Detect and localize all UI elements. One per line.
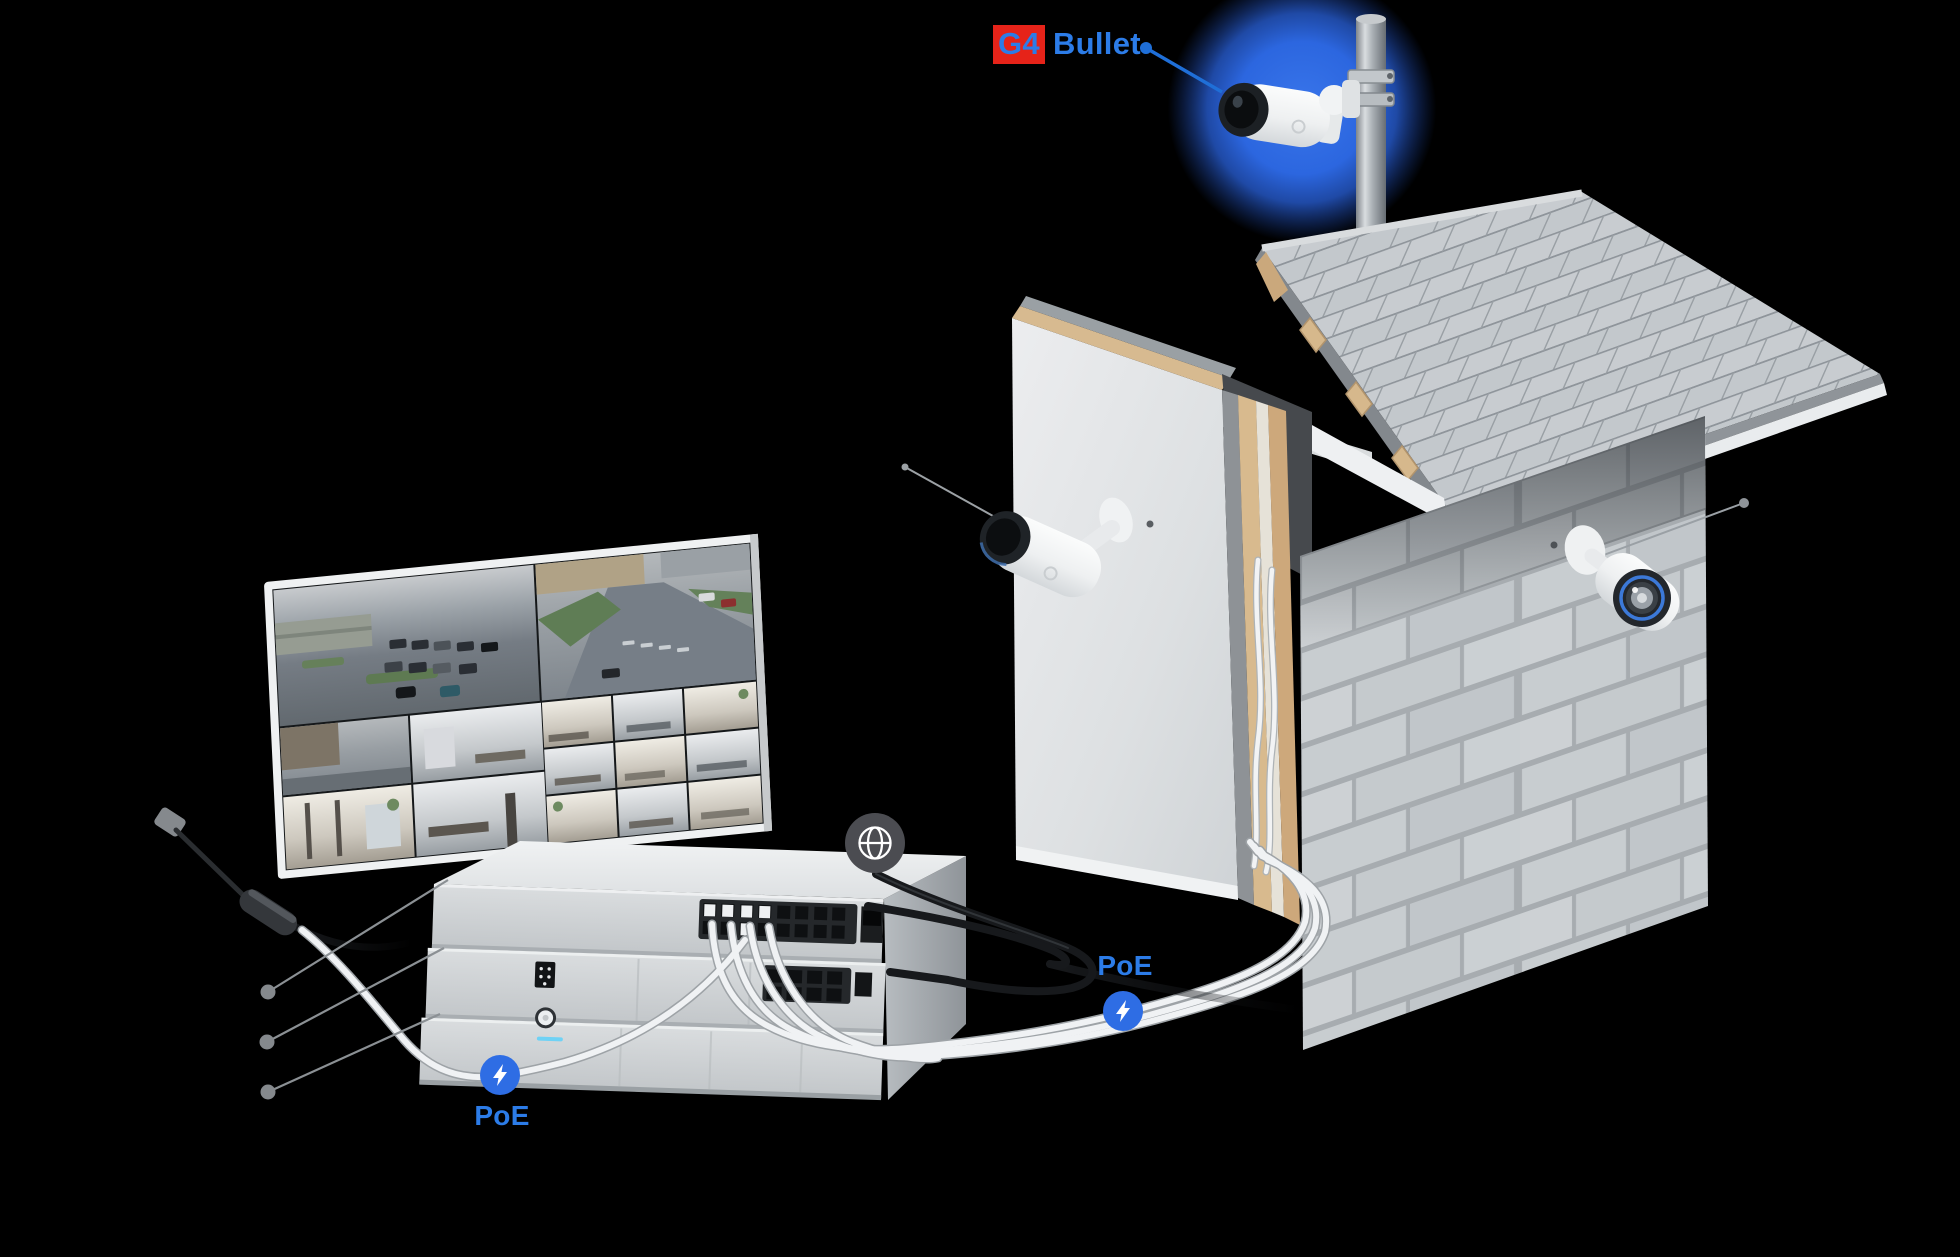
left-wall-camera xyxy=(979,497,1133,598)
brick-wall xyxy=(1300,416,1708,1050)
right-wall-camera-leader xyxy=(1600,498,1749,557)
poe-label-left: PoE xyxy=(474,1100,530,1131)
feed-parking-lot xyxy=(273,564,540,727)
g4-label-rest: Bullet xyxy=(1052,26,1141,61)
feed-office-desks xyxy=(413,771,548,857)
g4-label-highlight: G4 xyxy=(993,25,1045,64)
in-wall-cables xyxy=(1250,556,1279,876)
g4-bullet-camera xyxy=(1218,80,1360,148)
right-wall-camera xyxy=(1564,525,1680,631)
switch-top-face xyxy=(434,841,966,899)
poe-badge-right xyxy=(1103,991,1143,1031)
monitor xyxy=(264,533,773,879)
poe-badge-left xyxy=(480,1055,520,1095)
interior-wall xyxy=(1012,296,1312,925)
internet-globe-icon xyxy=(845,813,905,873)
lightning-bolt-icon xyxy=(493,1064,507,1086)
fascia-board xyxy=(1274,404,1448,524)
feed-office-lobby xyxy=(283,784,415,870)
feed-office-interior xyxy=(409,702,545,783)
left-wall-camera-leader xyxy=(901,463,1003,522)
lightning-bolt-icon xyxy=(1116,1000,1130,1022)
wall-stud-layer xyxy=(1238,395,1272,912)
power-adapter xyxy=(154,807,416,951)
ethernet-cables xyxy=(297,837,1331,1082)
rafters xyxy=(1299,316,1419,482)
g4-bullet-leader xyxy=(1140,42,1223,94)
feed-office-grid xyxy=(541,681,763,844)
feed-street-intersection xyxy=(535,543,756,701)
wall-insulation-layer xyxy=(1222,390,1254,905)
poe-label-right: PoE xyxy=(1097,950,1153,981)
feed-building-exterior xyxy=(279,715,412,796)
wan-cables xyxy=(864,870,1304,1014)
nvr-front xyxy=(419,1017,884,1100)
status-led xyxy=(536,1036,563,1042)
device-leader-lines xyxy=(266,879,449,1094)
leader-dots xyxy=(259,984,276,1100)
